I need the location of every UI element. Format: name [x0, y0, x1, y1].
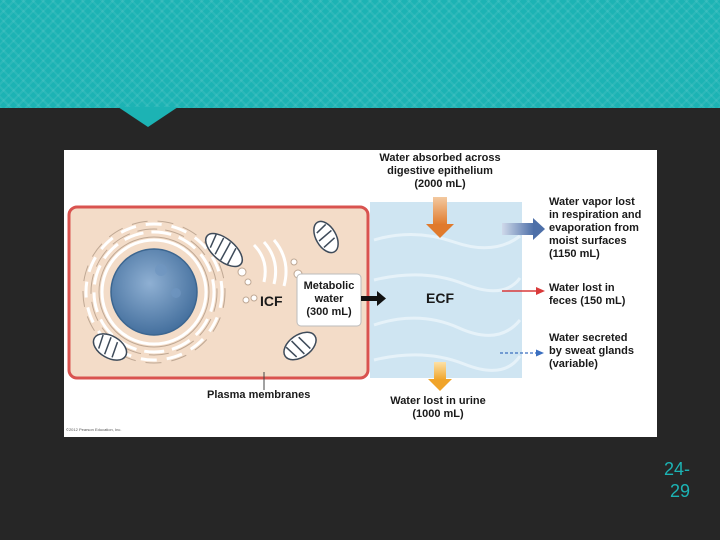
feces-arrow — [502, 287, 545, 295]
urine-label: Water lost in urine (1000 mL) — [390, 395, 486, 420]
sweat-label: Water secreted by sweat glands (variable… — [549, 332, 634, 370]
vapor-arrow — [502, 218, 545, 240]
ecf-wave — [373, 273, 522, 293]
slide-number: 24- 29 — [663, 459, 690, 501]
icf-label: ICF — [260, 293, 283, 309]
mitochondrion — [92, 333, 128, 361]
nucleus — [110, 248, 198, 336]
ecf-wave — [373, 233, 521, 250]
sweat-arrow — [500, 349, 544, 357]
absorbed-arrow — [426, 197, 454, 238]
metabolic-arrow — [361, 291, 386, 306]
golgi-apparatus — [252, 239, 288, 287]
mitochondrion — [204, 232, 244, 268]
vapor-label: Water vapor lost in respiration and evap… — [549, 196, 642, 260]
water-balance-figure: Water absorbed across digestive epitheli… — [64, 150, 657, 437]
copyright-text: ©2012 Pearson Education, Inc. — [66, 427, 122, 432]
header-banner — [0, 0, 720, 108]
metabolic-label: Metabolic water (300 mL) — [303, 280, 355, 318]
ecf-wave — [373, 316, 522, 337]
mitochondrion — [283, 331, 317, 361]
banner-notch — [118, 107, 178, 127]
ecf-label: ECF — [426, 290, 454, 306]
mitochondrion — [313, 220, 339, 254]
feces-label: Water lost in feces (150 mL) — [549, 282, 626, 307]
urine-arrow — [428, 362, 452, 391]
ecf-wave — [373, 353, 522, 372]
plasma-membranes-label: Plasma membranes — [207, 389, 311, 401]
absorbed-label: Water absorbed across digestive epitheli… — [379, 152, 501, 190]
figure-diagram — [67, 197, 545, 391]
endoplasmic-reticulum — [84, 222, 224, 362]
